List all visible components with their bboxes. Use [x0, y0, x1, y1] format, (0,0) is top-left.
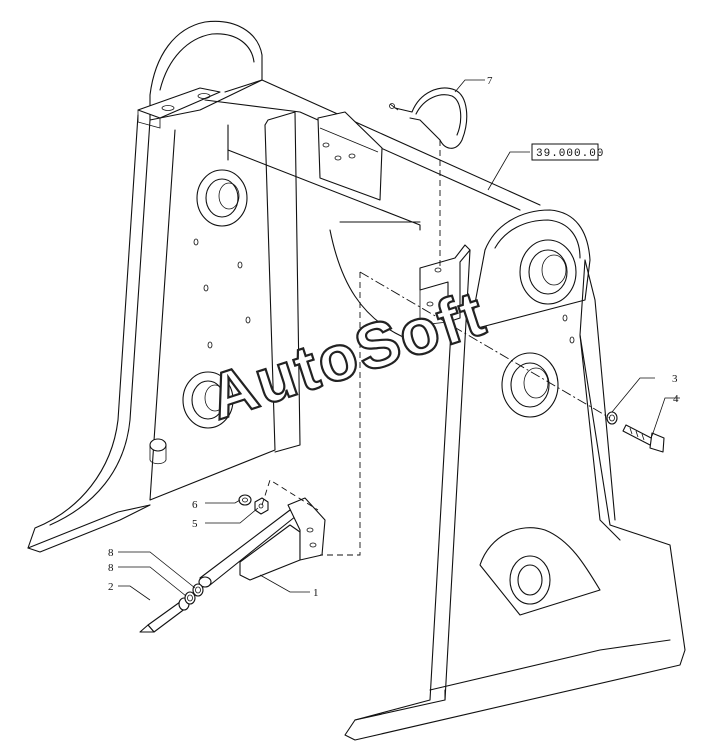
watermark-text: AutoSoft	[200, 276, 494, 433]
part-5-6-nut-washer	[238, 494, 269, 515]
part-7-handle-clip	[389, 87, 468, 149]
assembly-lines	[261, 140, 611, 556]
part-2-pin	[139, 597, 190, 633]
part-8-washers	[184, 583, 204, 605]
callout-2: 2	[108, 581, 114, 593]
callout-8b: 8	[108, 562, 114, 574]
cross-beam	[204, 79, 541, 341]
callout-8a: 8	[108, 547, 114, 559]
watermark: AutoSoft	[199, 275, 496, 434]
mounting-bracket	[419, 244, 471, 326]
callout-4: 4	[673, 393, 679, 405]
callout-7: 7	[487, 75, 493, 87]
callout-3: 3	[672, 373, 678, 385]
callout-5: 5	[192, 518, 198, 530]
callout-6: 6	[192, 499, 198, 511]
right-upright-frame	[344, 209, 686, 741]
callout-1: 1	[313, 587, 319, 599]
reference-box: 39.000.00	[531, 143, 604, 161]
part-3-4-washer-bolt	[606, 411, 665, 453]
leader-lines	[118, 79, 680, 601]
left-upright-frame	[27, 20, 301, 553]
callout-labels: 7 3 4 6 5 8 8 2 1	[108, 75, 679, 599]
part-1-lever	[198, 497, 326, 588]
reference-box-label: 39.000.00	[536, 148, 604, 160]
